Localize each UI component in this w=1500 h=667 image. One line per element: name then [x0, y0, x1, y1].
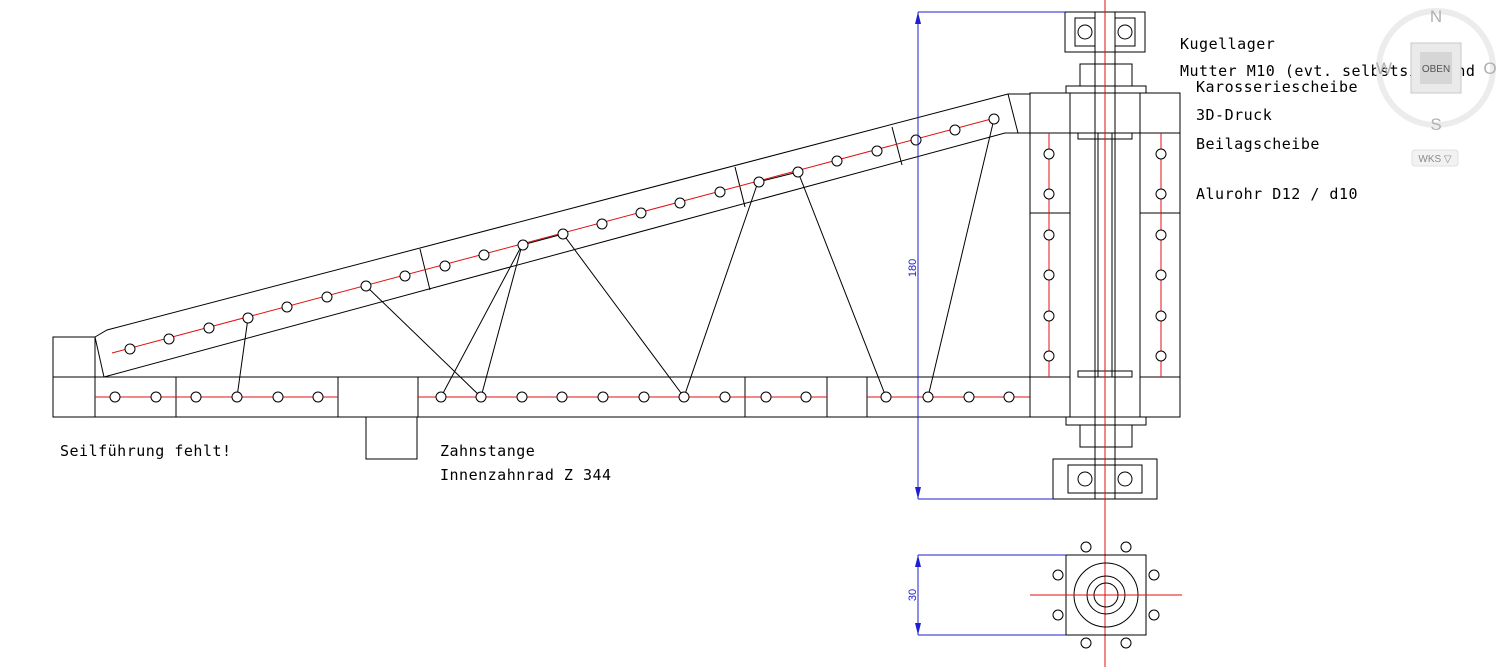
- label-zahnstange: Zahnstange: [440, 442, 535, 460]
- viewcube[interactable]: OBEN N S W O: [1376, 7, 1497, 134]
- bottom-beam: [52, 336, 1031, 460]
- dimension-label-30: 30: [907, 589, 919, 601]
- label-karosseriescheibe: Karosseriescheibe: [1196, 78, 1358, 96]
- wcs-label: WKS ▽: [1418, 154, 1452, 165]
- beam-holes: [109, 113, 1015, 403]
- dimension-180: 180: [907, 11, 1065, 500]
- viewcube-top-face[interactable]: [1410, 42, 1462, 94]
- compass-west[interactable]: W: [1376, 59, 1392, 78]
- compass-east[interactable]: O: [1483, 59, 1496, 78]
- dimension-30: 30: [907, 554, 1066, 636]
- diagonal-beam: [94, 93, 1030, 378]
- label-3d-druck: 3D-Druck: [1196, 106, 1272, 124]
- compass-north[interactable]: N: [1430, 7, 1442, 26]
- top-view-detail: [1030, 541, 1182, 649]
- zahnstange-block: [365, 416, 418, 460]
- lacing-wires: [236, 118, 995, 399]
- label-alurohr: Alurohr D12 / d10: [1196, 185, 1358, 203]
- label-innenzahnrad: Innenzahnrad Z 344: [440, 466, 612, 484]
- viewcube-top-label: OBEN: [1422, 64, 1450, 75]
- label-kugellager: Kugellager: [1180, 35, 1275, 53]
- compass-south[interactable]: S: [1430, 115, 1441, 134]
- label-beilagscheibe: Beilagscheibe: [1196, 135, 1320, 153]
- dimension-label-180: 180: [907, 259, 919, 277]
- wcs-menu[interactable]: WKS ▽: [1411, 149, 1459, 167]
- label-mutter: Mutter M10 (evt. selbstsichernd: [1180, 62, 1475, 80]
- label-seilfuehrung: Seilführung fehlt!: [60, 442, 232, 460]
- vertical-column: [1029, 0, 1181, 667]
